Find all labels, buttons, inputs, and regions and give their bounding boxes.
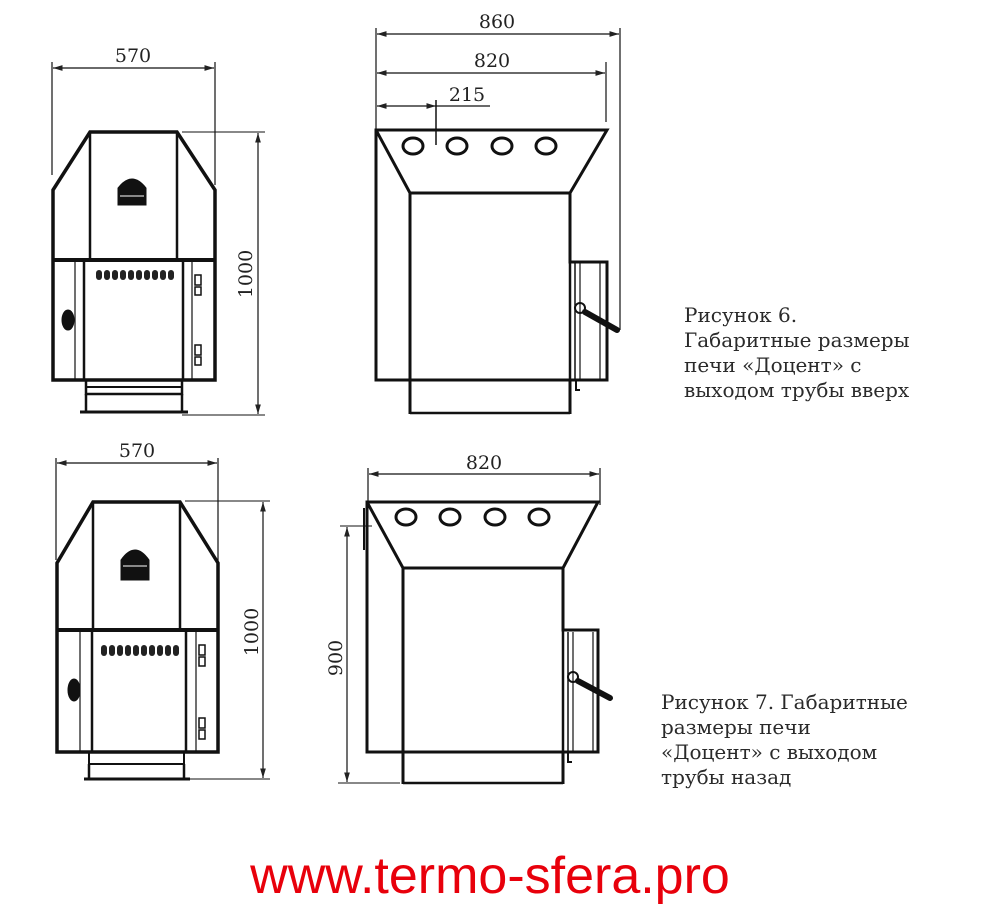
fig7-front-width-label: 570 xyxy=(119,440,155,462)
fig6-side-view xyxy=(374,28,621,415)
fig6-front-height-label: 1000 xyxy=(235,250,257,298)
fig6-side-overall-width-label: 860 xyxy=(479,11,515,33)
fig7-front-height-label: 1000 xyxy=(241,608,263,656)
caption-line: размеры печи xyxy=(661,715,811,739)
caption-line: «Доцент» с выходом xyxy=(661,740,878,764)
fig6-side-pipe-offset-label: 215 xyxy=(449,84,485,106)
fig7-side-view xyxy=(338,468,613,785)
caption-line: трубы назад xyxy=(661,765,792,789)
fig6-front-width-label: 570 xyxy=(115,45,151,67)
caption-line: Рисунок 7. Габаритные xyxy=(661,690,908,714)
caption-line: Рисунок 6. xyxy=(684,303,798,327)
fig6-front-view xyxy=(51,62,265,416)
fig7-front-view xyxy=(55,458,270,781)
website-watermark: www.termo-sfera.pro xyxy=(250,847,730,905)
caption-line: выходом трубы вверх xyxy=(684,378,910,402)
figure7-caption: Рисунок 7. Габаритные размеры печи «Доце… xyxy=(661,690,908,790)
fig7-side-body-width-label: 820 xyxy=(466,452,502,474)
fig7-side-pipe-height-label: 900 xyxy=(325,640,347,676)
caption-line: печи «Доцент» с xyxy=(684,353,862,377)
fig6-side-body-width-label: 820 xyxy=(474,50,510,72)
figure6-caption: Рисунок 6. Габаритные размеры печи «Доце… xyxy=(684,303,910,403)
caption-line: Габаритные размеры xyxy=(684,328,910,352)
